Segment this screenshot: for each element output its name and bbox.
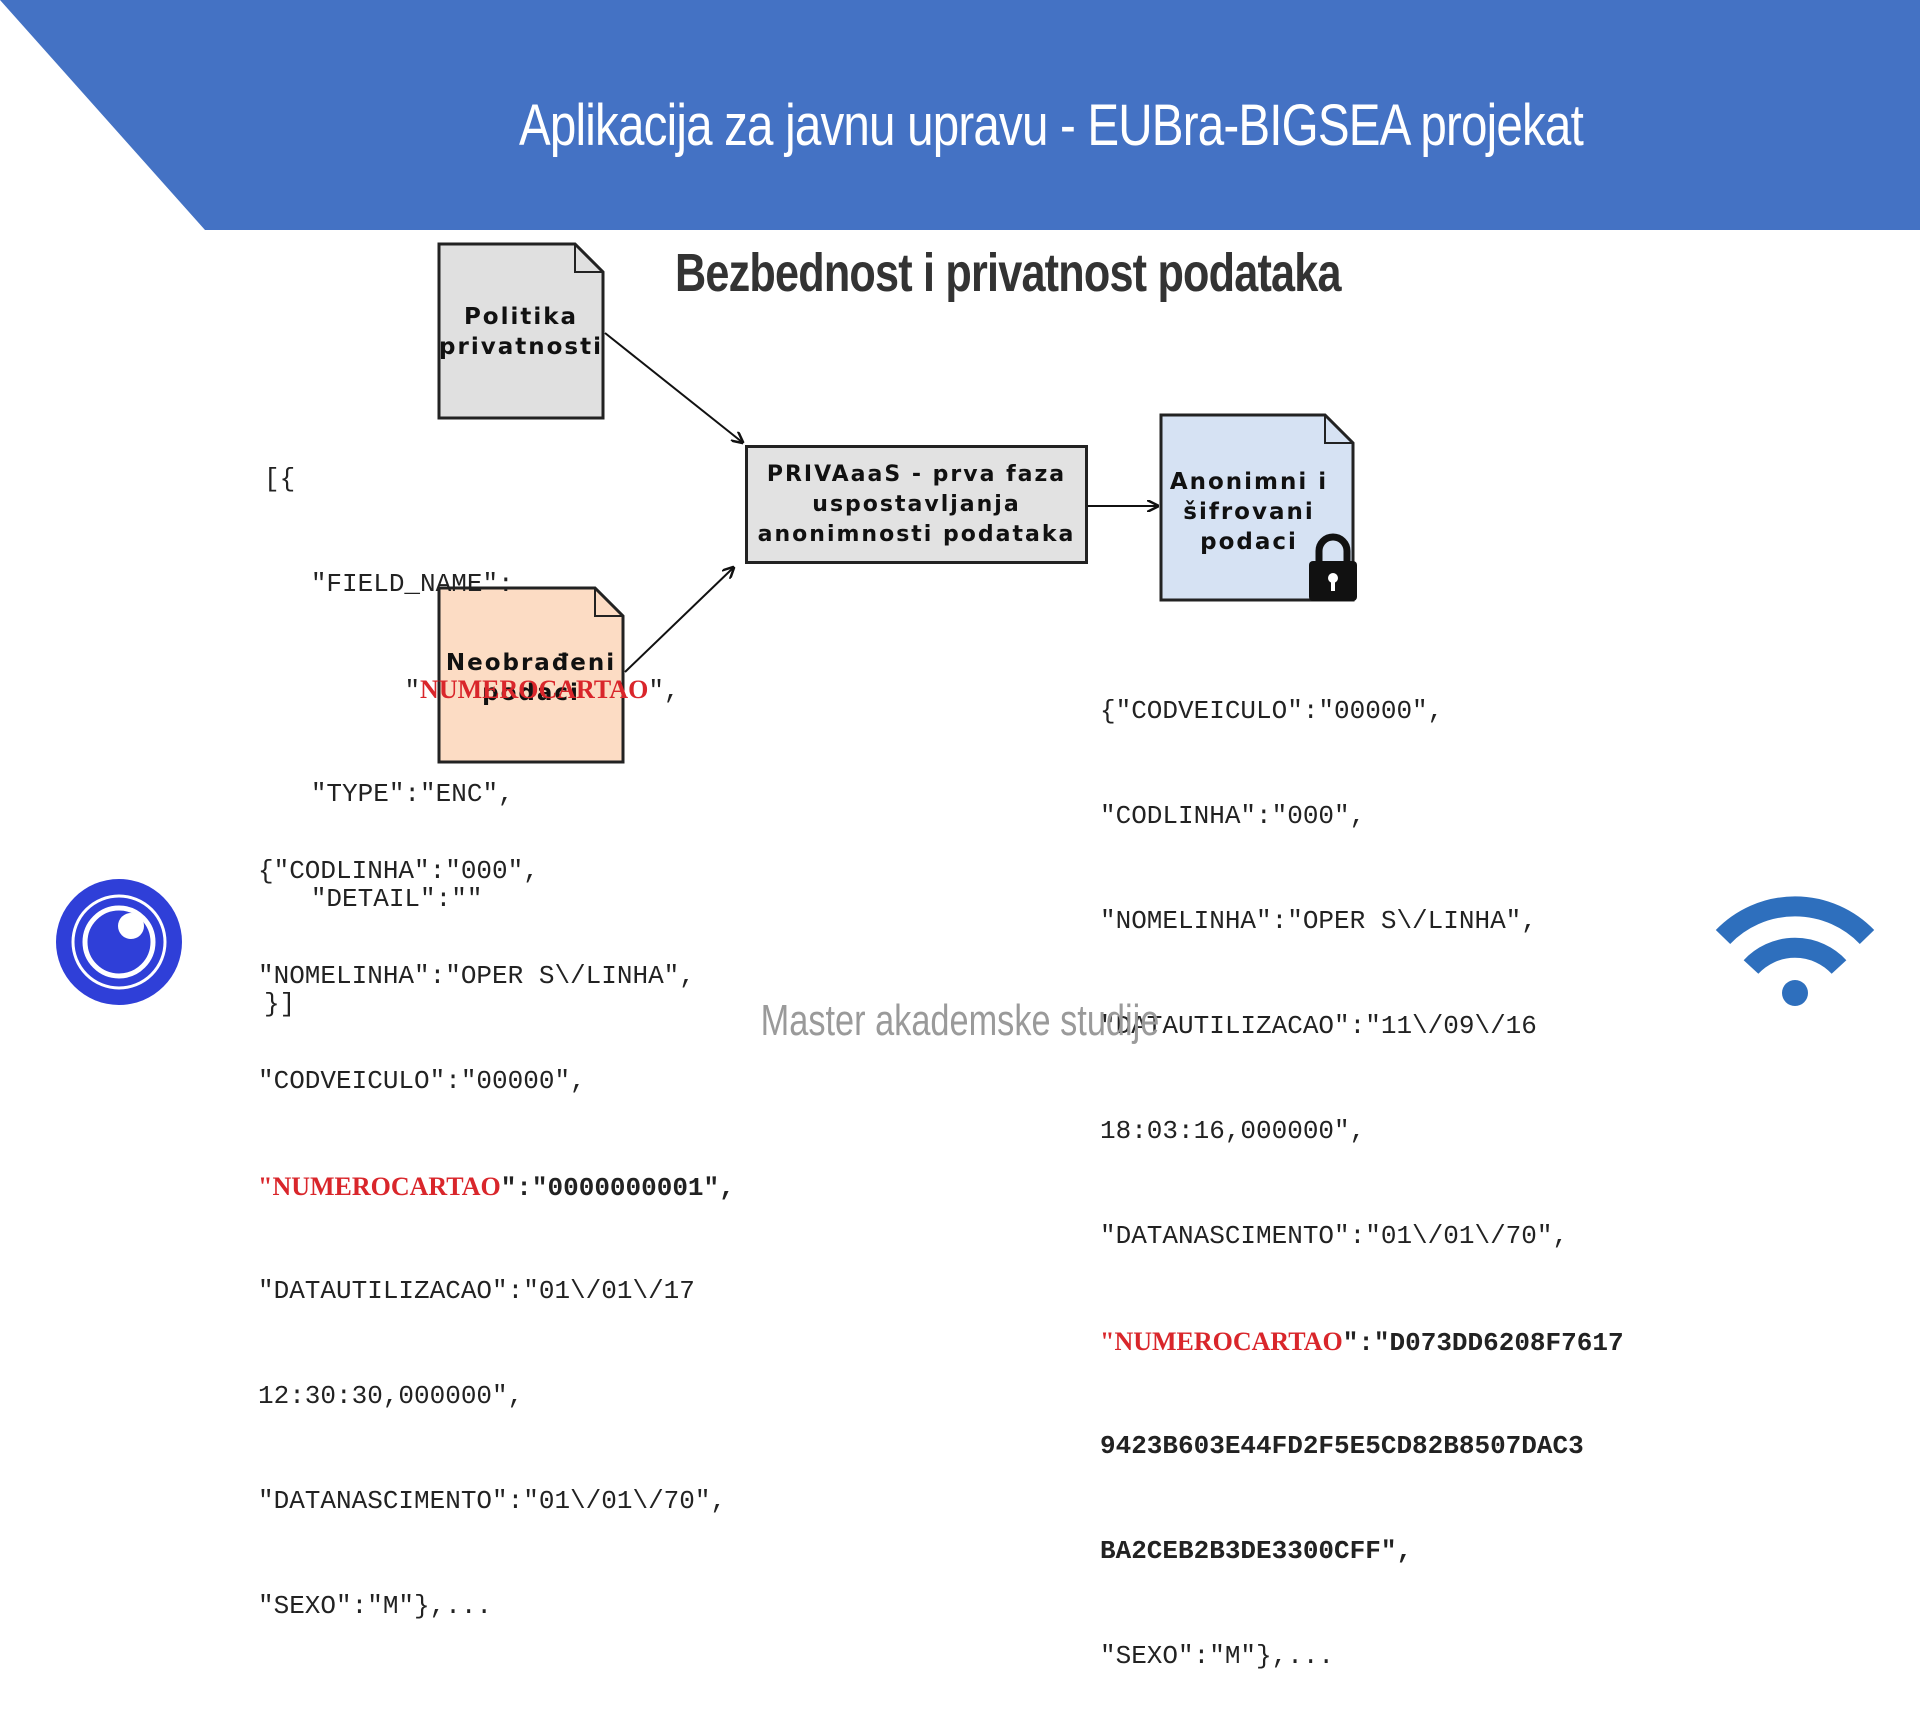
section-subtitle: Bezbednost i privatnost podataka (675, 243, 1342, 303)
raw-json-line: "DATAUTILIZACAO":"01\/01\/17 (258, 1276, 695, 1306)
raw-json-line: "NOMELINHA":"OPER S\/LINHA", (258, 961, 695, 991)
anon-json-line: {"CODVEICULO":"00000", (1100, 696, 1444, 726)
raw-json-line: 12:30:30,000000", (258, 1381, 524, 1411)
policy-doc-label-2: privatnosti (439, 334, 603, 360)
output-doc-label-3: podaci (1200, 529, 1298, 555)
policy-json-block: [{ "FIELD_NAME": "NUMEROCARTAO", "TYPE":… (264, 392, 680, 1057)
policy-document: Politika privatnosti (437, 242, 605, 420)
raw-json-line: "CODVEICULO":"00000", (258, 1066, 586, 1096)
output-doc-label-2: šifrovani (1183, 499, 1315, 525)
raw-json-line: "DATANASCIMENTO":"01\/01\/70", (258, 1486, 727, 1516)
policy-json-field-value: "NUMEROCARTAO", (404, 675, 680, 706)
privaaas-process-box: PRIVAaaS - prva faza uspostavljanja anon… (745, 445, 1088, 564)
wifi-icon (1715, 896, 1875, 1006)
raw-data-document: Neobrađeni podaci (437, 586, 625, 764)
anon-json-line: "DATANASCIMENTO":"01\/01\/70", (1100, 1221, 1569, 1251)
policy-json-open: [{ (264, 464, 296, 494)
raw-doc-label-1: Neobrađeni (445, 650, 617, 676)
anon-json-line: "SEXO":"M"},... (1100, 1641, 1335, 1671)
anon-json-line: "NOMELINHA":"OPER S\/LINHA", (1100, 906, 1537, 936)
arrow-raw-to-process (624, 568, 733, 673)
anon-json-line: "DATAUTILIZACAO":"11\/09\/16 (1100, 1011, 1537, 1041)
page-title: Aplikacija za javnu upravu - EUBra-BIGSE… (519, 93, 1584, 158)
raw-json-line: "SEXO":"M"},... (258, 1591, 493, 1621)
policy-json-detail: "DETAIL":"" (310, 884, 483, 914)
output-doc-label-1: Anonimni i (1169, 469, 1329, 495)
process-label-3: anonimnosti podataka (757, 521, 1076, 547)
policy-field-name-highlight: NUMEROCARTAO (420, 675, 649, 704)
raw-json-block: {"CODLINHA":"000", "NOMELINHA":"OPER S\/… (258, 784, 735, 1659)
footer-text: Master akademske studije (760, 996, 1160, 1045)
anon-json-line: 18:03:16,000000", (1100, 1116, 1366, 1146)
raw-json-card-line: "NUMEROCARTAO":"0000000001", (258, 1172, 735, 1203)
raw-doc-label-2: podaci (482, 680, 580, 706)
anon-json-line: "CODLINHA":"000", (1100, 801, 1366, 831)
raw-card-key-highlight: NUMEROCARTAO (272, 1172, 501, 1201)
policy-json-field-key: "FIELD_NAME": (310, 569, 514, 599)
lock-icon (1309, 533, 1357, 601)
policy-doc-label-1: Politika (463, 304, 579, 330)
header-banner (0, 0, 1920, 230)
anon-json-hash-line: 9423B603E44FD2F5E5CD82B8507DAC3 (1100, 1431, 1584, 1461)
policy-json-type: "TYPE":"ENC", (310, 779, 514, 809)
raw-json-line: {"CODLINHA":"000", (258, 856, 539, 886)
policy-json-close: }] (264, 989, 296, 1019)
anon-json-hash-line: BA2CEB2B3DE3300CFF", (1100, 1536, 1413, 1566)
flow-arrows (604, 332, 1920, 673)
eye-logo-icon (56, 879, 182, 1005)
anon-card-key-highlight: NUMEROCARTAO (1114, 1327, 1343, 1356)
anon-json-card-line: "NUMEROCARTAO":"D073DD6208F7617 (1100, 1327, 1624, 1358)
arrow-policy-to-process (604, 332, 742, 442)
anon-json-block: {"CODVEICULO":"00000", "CODLINHA":"000",… (1100, 624, 1624, 1709)
anonymized-data-document: Anonimni i šifrovani podaci (1159, 413, 1357, 608)
process-label-1: PRIVAaaS - prva faza (766, 461, 1067, 487)
process-label-2: uspostavljanja (812, 491, 1021, 517)
